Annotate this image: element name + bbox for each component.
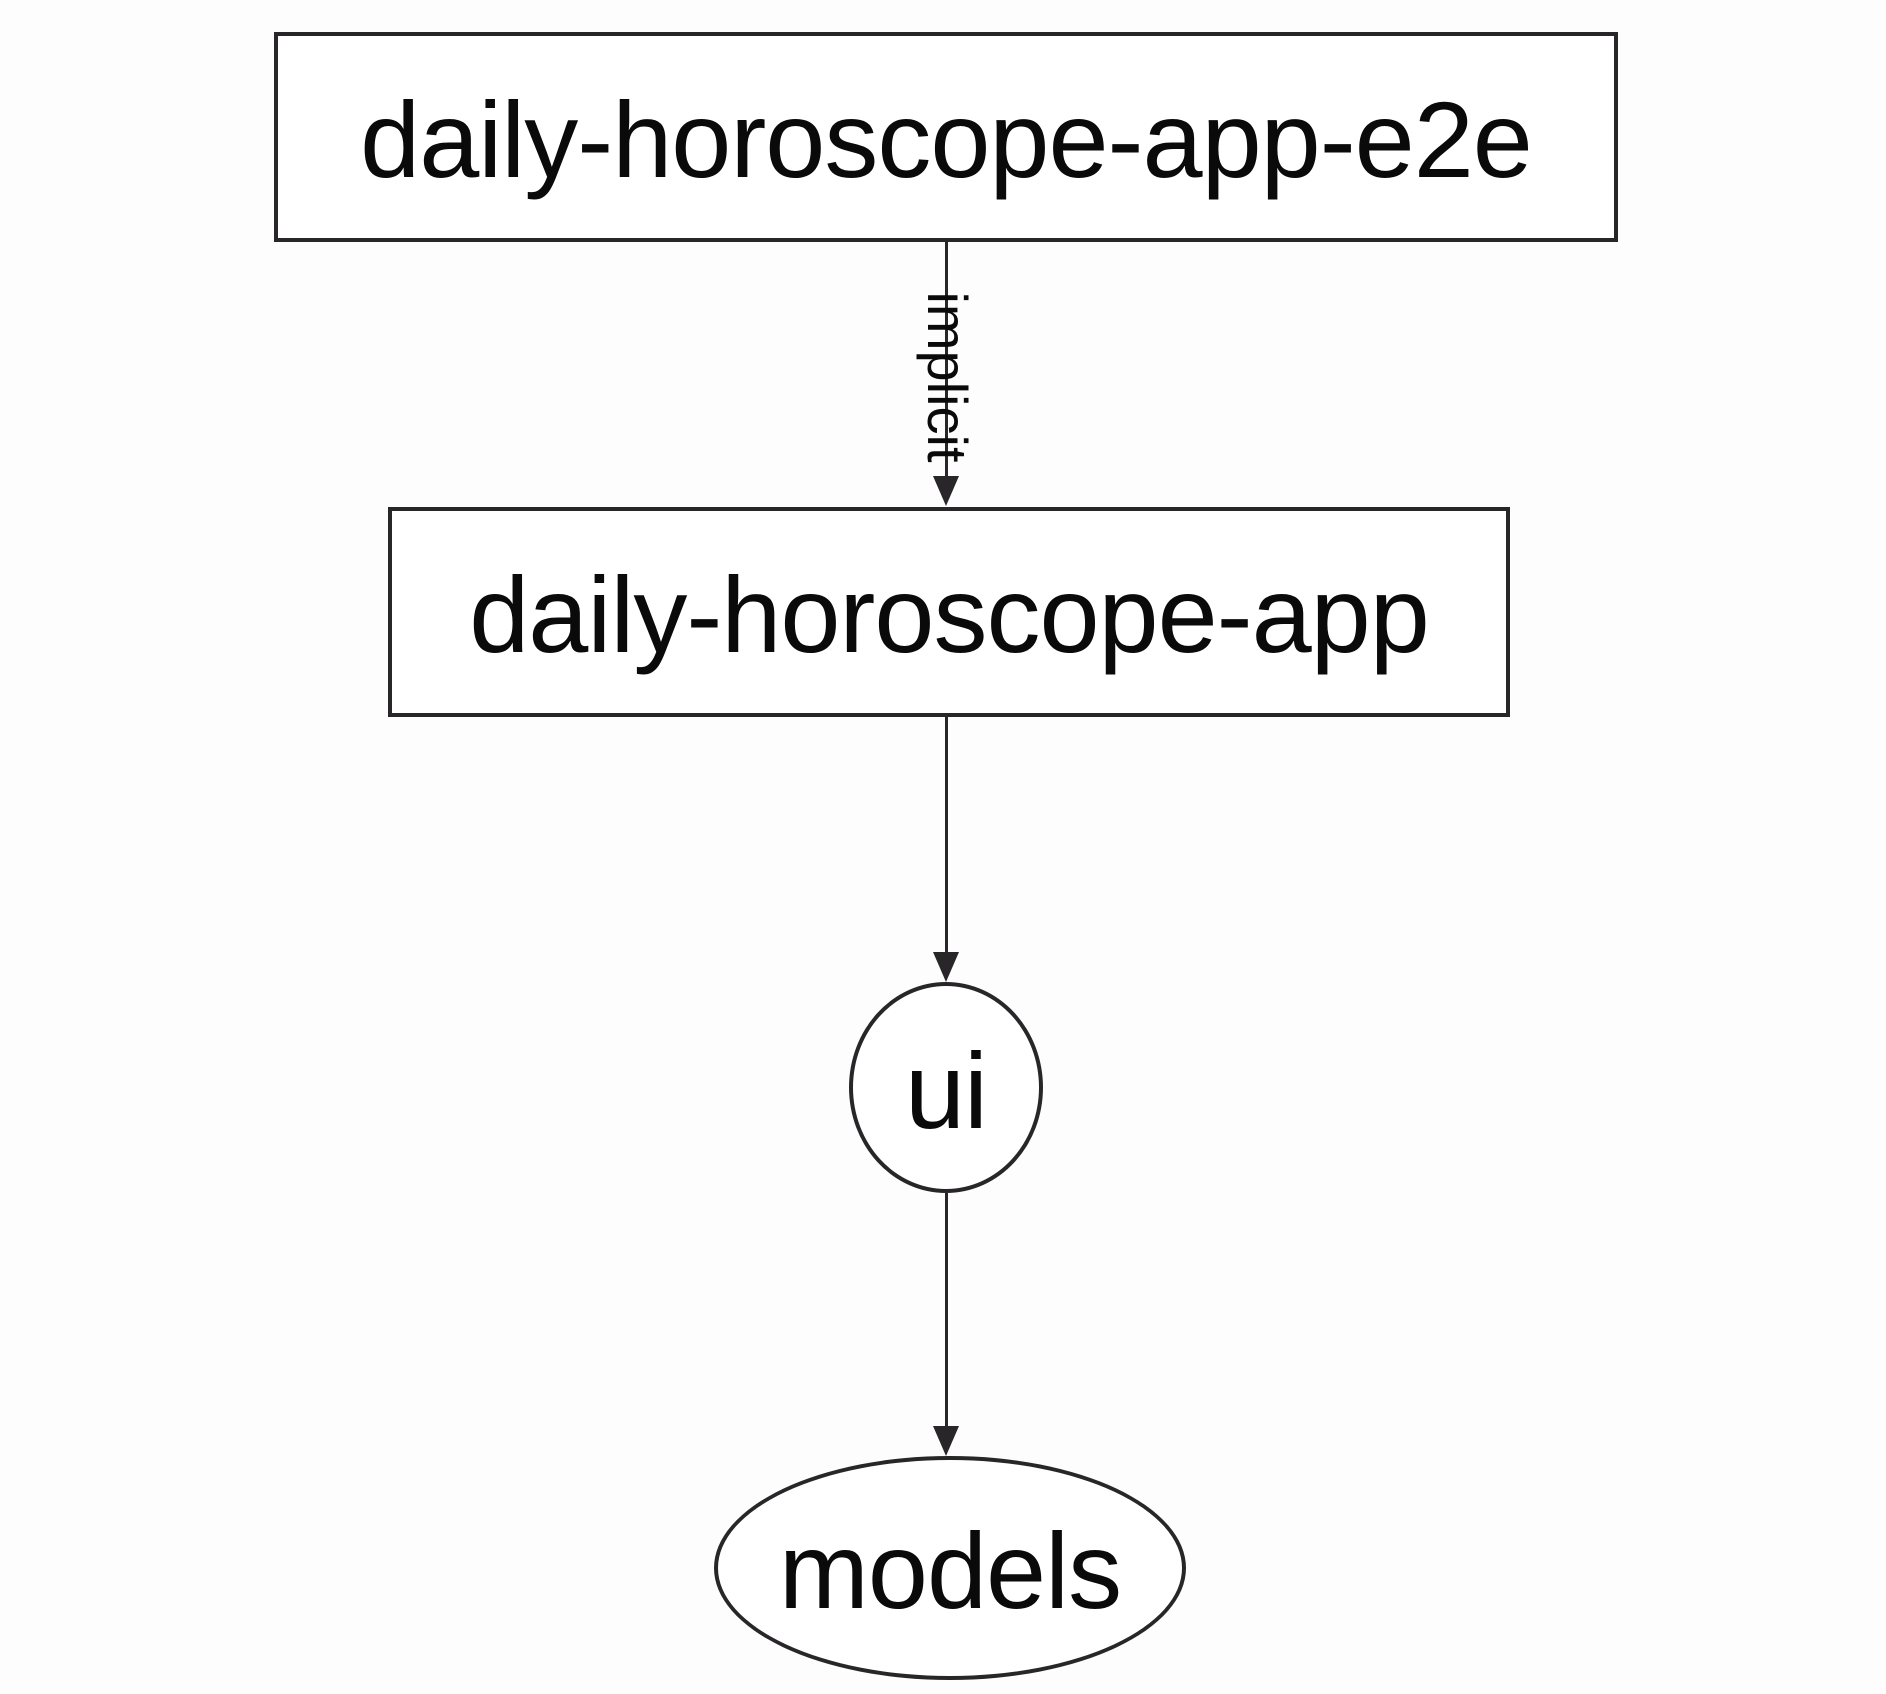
edge-ui-to-models-line [945,1193,948,1427]
node-daily-horoscope-app[interactable]: daily-horoscope-app [388,507,1510,717]
node-label-daily-horoscope-app: daily-horoscope-app [469,554,1430,675]
node-models[interactable]: models [714,1456,1186,1680]
edge-app-to-ui-line [945,717,948,954]
node-daily-horoscope-app-e2e[interactable]: daily-horoscope-app-e2e [274,32,1618,242]
edge-label-implicit: implicit [916,291,979,463]
node-label-models: models [778,1510,1122,1631]
arrowhead-down-icon [933,952,959,982]
node-label-ui: ui [904,1029,988,1151]
edge-e2e-to-app-line [945,242,948,478]
arrowhead-down-icon [933,476,959,506]
node-label-daily-horoscope-app-e2e: daily-horoscope-app-e2e [360,79,1533,200]
node-ui[interactable]: ui [849,982,1043,1193]
arrowhead-down-icon [933,1426,959,1456]
